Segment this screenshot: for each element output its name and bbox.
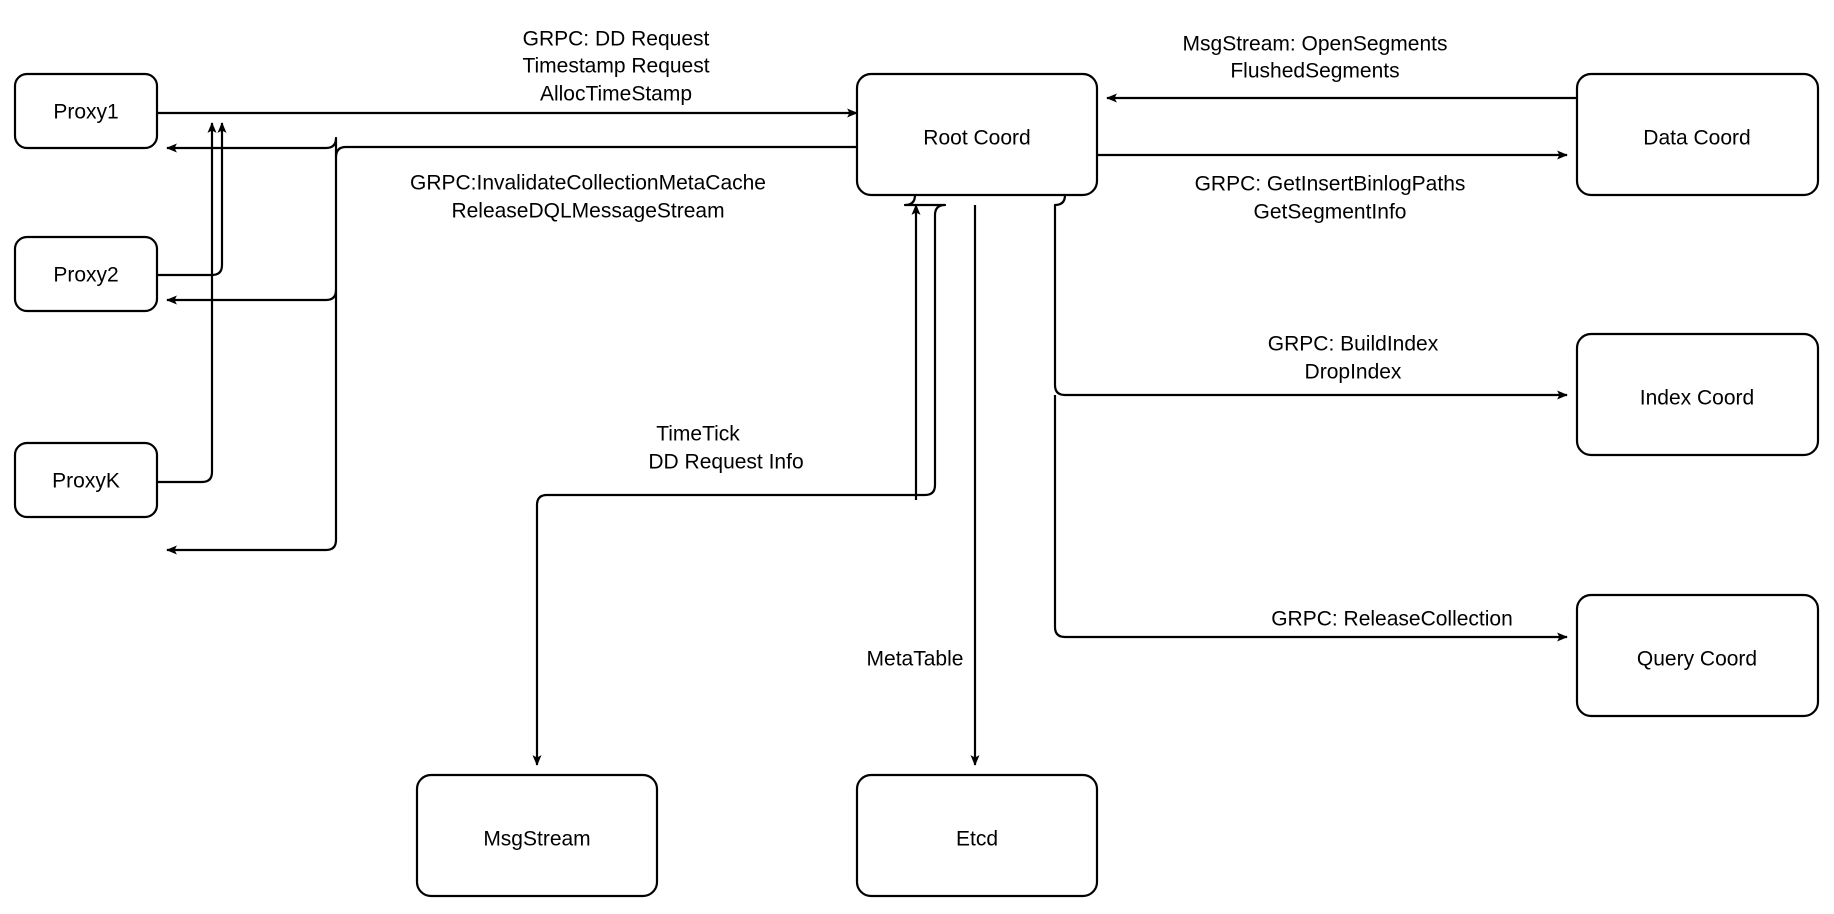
edge-rootcoord-to-etcd: [911, 204, 980, 766]
node-etcd[interactable]: Etcd: [855, 773, 1099, 898]
edge-label-line: GRPC:InvalidateCollectionMetaCache: [410, 172, 766, 195]
edge-proxies-to-rootcoord: [157, 108, 858, 484]
edge-label-line: GRPC: GetInsertBinlogPaths: [1195, 173, 1466, 196]
node-msgstream[interactable]: MsgStream: [415, 773, 659, 898]
edge-label-line: AllocTimeStamp: [540, 83, 692, 106]
node-proxy1[interactable]: Proxy1: [13, 72, 159, 150]
node-proxyk[interactable]: ProxyK: [13, 441, 159, 519]
edge-label-rootcoord-to-querycoord: GRPC: ReleaseCollection: [1271, 608, 1513, 631]
node-datacoord-box[interactable]: [1575, 72, 1820, 197]
node-querycoord[interactable]: Query Coord: [1575, 593, 1820, 718]
edge-label-proxy-to-rootcoord: GRPC: DD Request Timestamp Request Alloc…: [522, 28, 709, 106]
node-proxy2-box[interactable]: [13, 235, 159, 313]
node-rootcoord[interactable]: Root Coord: [855, 72, 1099, 197]
edge-label-rootcoord-to-etcd: MetaTable: [867, 648, 964, 671]
edge-label-line: DD Request Info: [648, 451, 803, 474]
node-indexcoord-box[interactable]: [1575, 332, 1820, 457]
node-msgstream-box[interactable]: [415, 773, 659, 898]
node-indexcoord[interactable]: Index Coord: [1575, 332, 1820, 457]
edge-label-line: ReleaseDQLMessageStream: [451, 200, 724, 223]
edge-label-line: DropIndex: [1305, 361, 1402, 384]
edge-rootcoord-to-indexcoord: [1053, 194, 1568, 400]
edge-rootcoord-to-proxies: [166, 136, 857, 555]
edge-label-datacoord-to-rootcoord: MsgStream: OpenSegments FlushedSegments: [1183, 33, 1448, 83]
edge-label-rootcoord-to-datacoord: GRPC: GetInsertBinlogPaths GetSegmentInf…: [1195, 173, 1466, 224]
node-proxy1-box[interactable]: [13, 72, 159, 150]
edge-label-line: GRPC: BuildIndex: [1268, 333, 1439, 356]
node-proxyk-box[interactable]: [13, 441, 159, 519]
edge-label-line: GRPC: ReleaseCollection: [1271, 608, 1513, 631]
edge-label-line: MetaTable: [867, 648, 964, 671]
edge-label-line: GRPC: DD Request: [523, 28, 710, 51]
edge-label-rootcoord-to-indexcoord: GRPC: BuildIndex DropIndex: [1268, 333, 1439, 384]
node-datacoord[interactable]: Data Coord: [1575, 72, 1820, 197]
node-etcd-box[interactable]: [855, 773, 1099, 898]
edge-label-rootcoord-to-proxy: GRPC:InvalidateCollectionMetaCache Relea…: [410, 172, 766, 223]
edge-label-line: GetSegmentInfo: [1254, 201, 1407, 224]
edge-rootcoord-to-querycoord: [1053, 395, 1568, 642]
edge-label-line: Timestamp Request: [522, 55, 709, 78]
edge-label-line: TimeTick: [656, 423, 740, 446]
node-rootcoord-box[interactable]: [855, 72, 1099, 197]
edge-label-line: MsgStream: OpenSegments: [1183, 33, 1448, 56]
edge-rootcoord-to-msgstream: [532, 194, 947, 766]
edge-label-line: FlushedSegments: [1230, 60, 1399, 83]
edge-label-rootcoord-to-msgstream: TimeTick DD Request Info: [648, 423, 803, 474]
node-querycoord-box[interactable]: [1575, 593, 1820, 718]
node-proxy2[interactable]: Proxy2: [13, 235, 159, 313]
